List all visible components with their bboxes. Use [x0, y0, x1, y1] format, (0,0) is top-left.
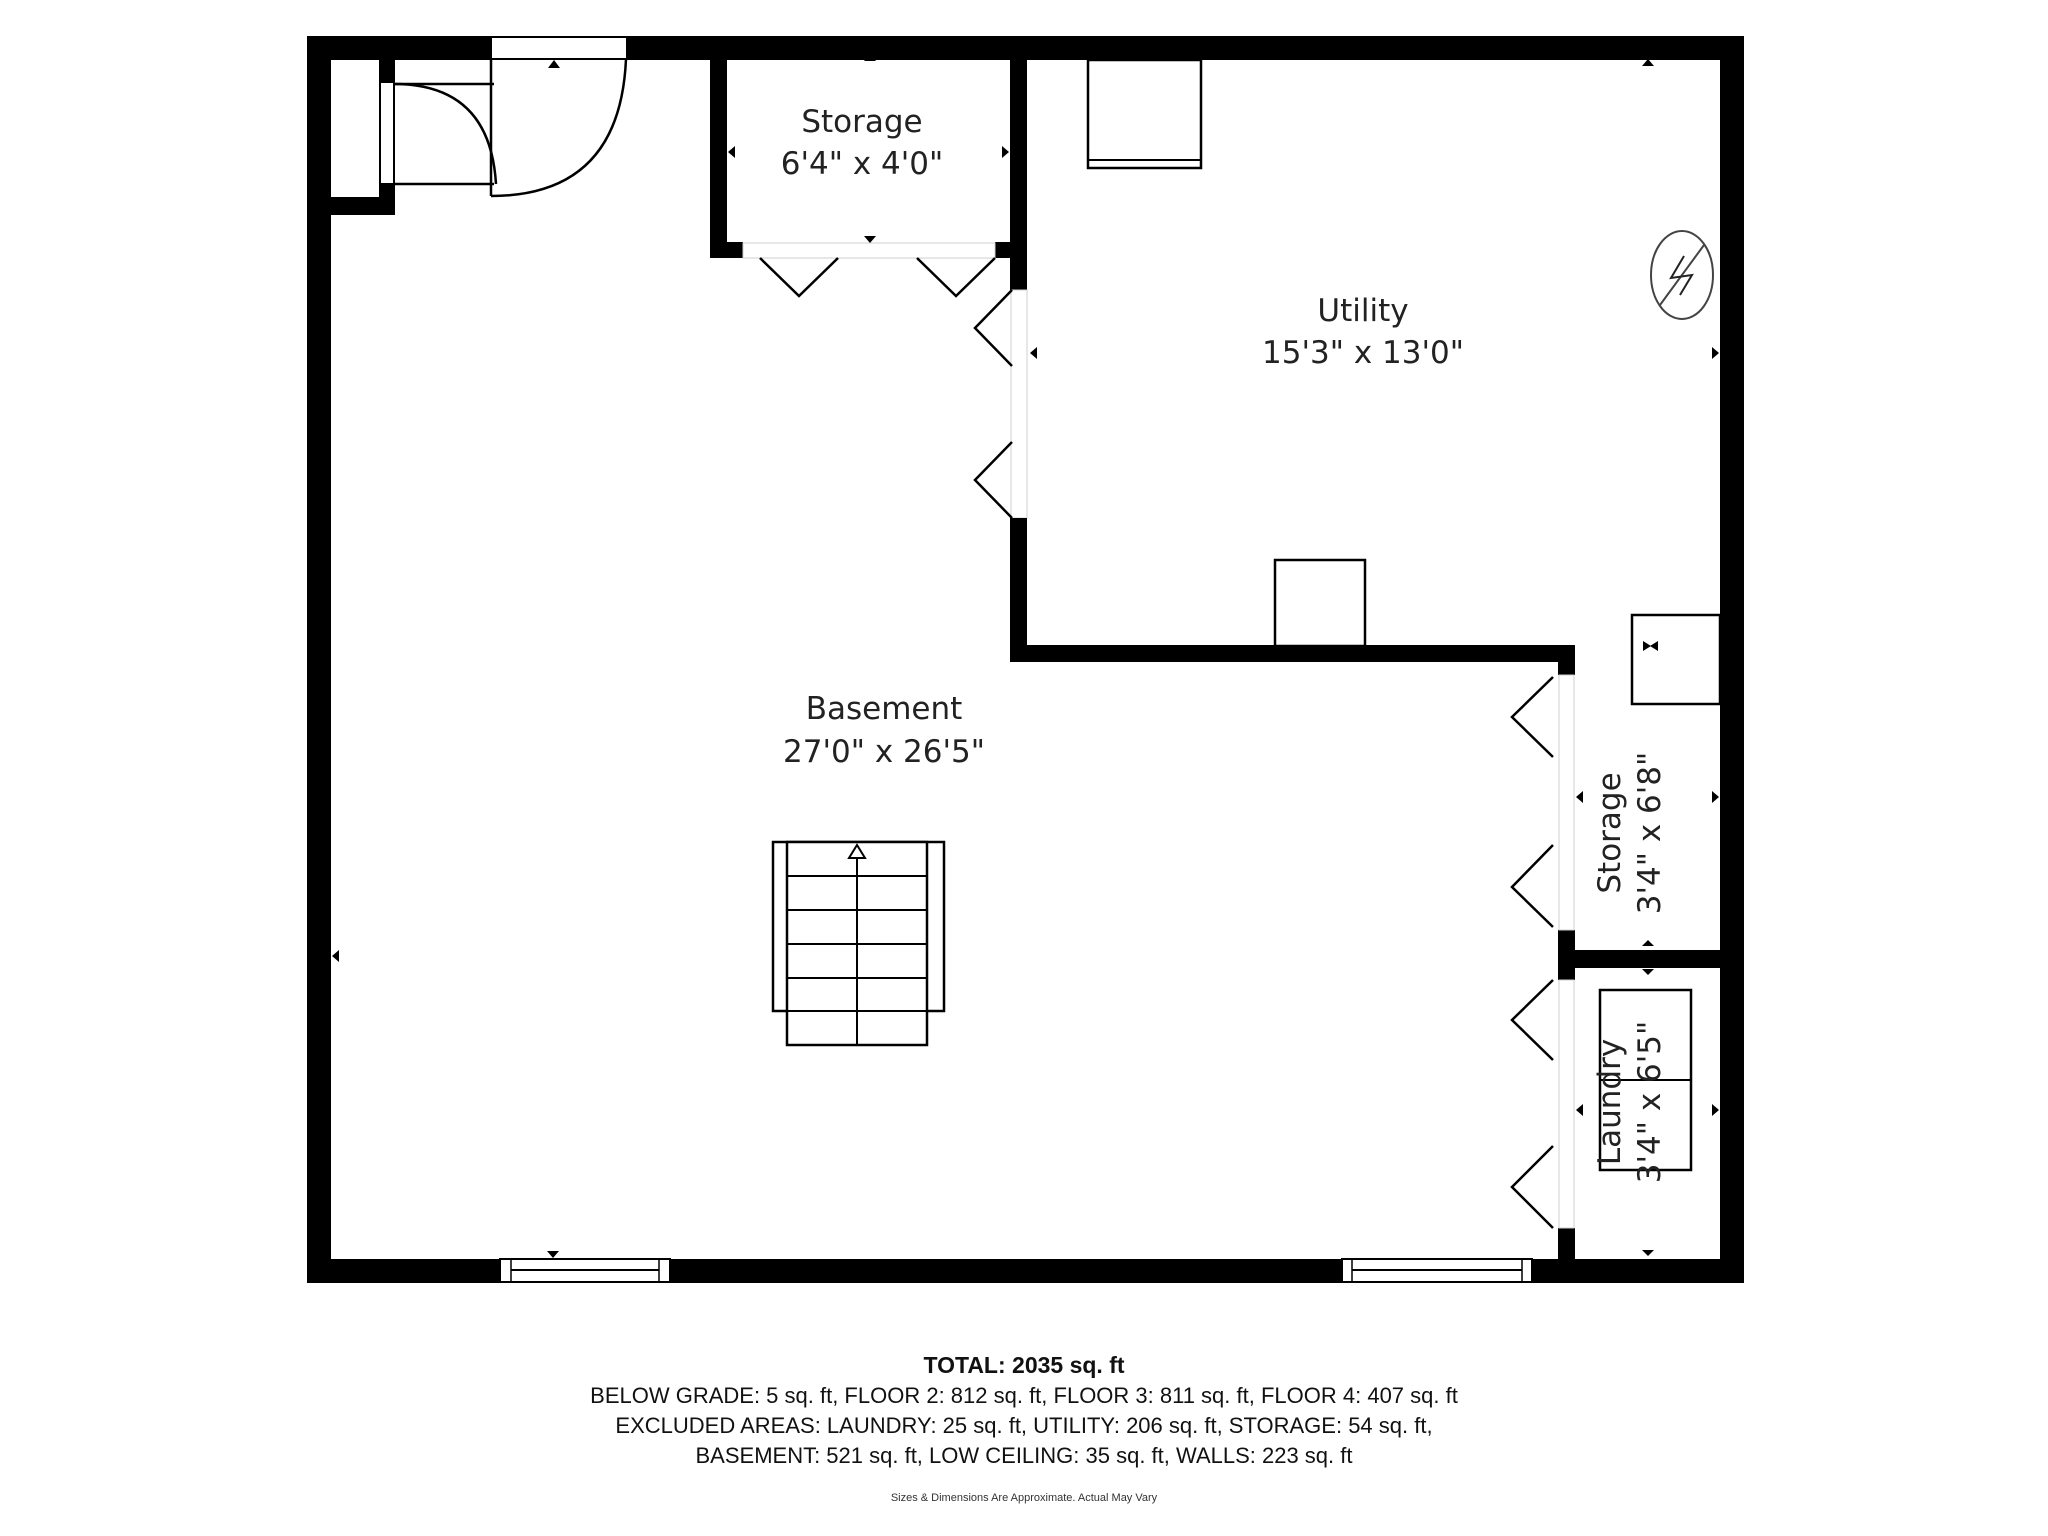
- svg-text:Storage: Storage: [1592, 772, 1628, 893]
- svg-text:6'4" x 4'0": 6'4" x 4'0": [781, 146, 944, 182]
- storage-top-walls: [710, 54, 1027, 298]
- svg-text:Basement: Basement: [806, 691, 963, 727]
- svg-text:27'0" x 26'5": 27'0" x 26'5": [783, 734, 985, 770]
- svg-text:3'4" x 6'8": 3'4" x 6'8": [1632, 752, 1668, 915]
- svg-text:Storage: Storage: [801, 104, 922, 140]
- window-bottom-left: [499, 1251, 671, 1283]
- svg-text:Laundry: Laundry: [1592, 1039, 1628, 1165]
- entry-closet: [331, 60, 498, 215]
- utility-walls: [973, 59, 1719, 675]
- total-area: TOTAL: 2035 sq. ft: [923, 1352, 1125, 1378]
- disclaimer: Sizes & Dimensions Are Approximate. Actu…: [890, 1492, 1158, 1504]
- svg-text:15'3" x 13'0": 15'3" x 13'0": [1262, 335, 1464, 371]
- svg-text:3'4" x 6'5": 3'4" x 6'5": [1632, 1021, 1668, 1184]
- stairs-up-icon: [771, 840, 946, 1047]
- utility-fixtures: [1086, 58, 1714, 648]
- room-label-basement: Basement 27'0" x 26'5": [783, 691, 985, 770]
- right-closets: [1510, 613, 1744, 1268]
- svg-text:Utility: Utility: [1317, 293, 1408, 329]
- excluded-areas-line1: EXCLUDED AREAS: LAUNDRY: 25 sq. ft, UTIL…: [615, 1413, 1433, 1438]
- water-heater: [1273, 558, 1367, 648]
- window-bottom-right: [1341, 1258, 1533, 1283]
- room-label-storage-right: Storage 3'4" x 6'8": [1592, 752, 1668, 915]
- entry-door[interactable]: [489, 36, 628, 198]
- room-label-utility: Utility 15'3" x 13'0": [1262, 293, 1464, 371]
- room-label-storage-top: Storage 6'4" x 4'0": [781, 104, 944, 182]
- floor-areas: BELOW GRADE: 5 sq. ft, FLOOR 2: 812 sq. …: [590, 1383, 1458, 1408]
- furnace: [1086, 58, 1203, 170]
- electrical-panel-icon: [1650, 230, 1714, 320]
- excluded-areas-line2: BASEMENT: 521 sq. ft, LOW CEILING: 35 sq…: [695, 1443, 1353, 1468]
- room-label-laundry: Laundry 3'4" x 6'5": [1592, 1021, 1668, 1184]
